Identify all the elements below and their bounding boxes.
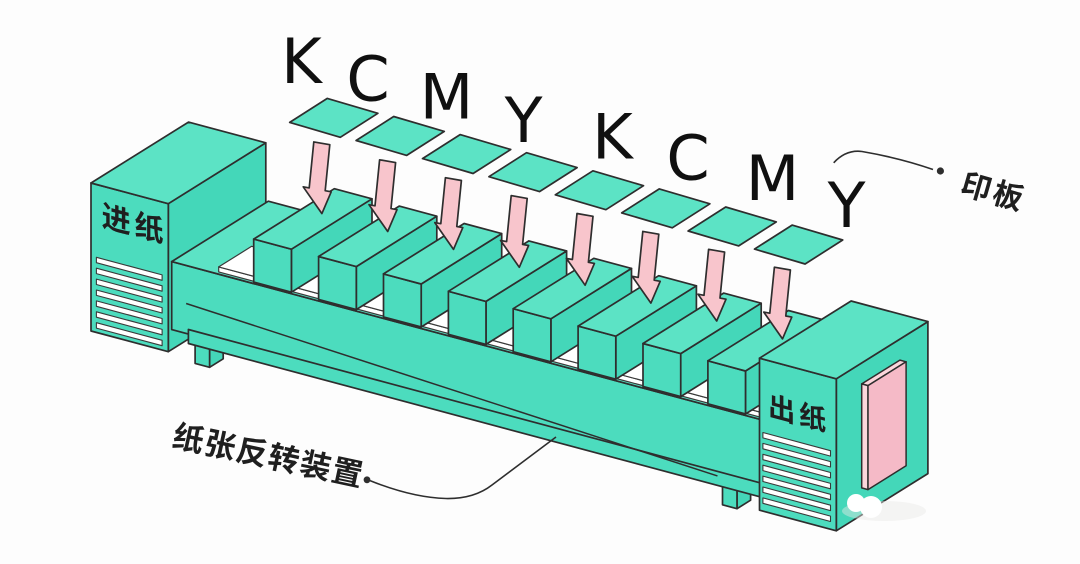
output-sheet-front-edge: [860, 383, 869, 491]
plate-8: [753, 224, 844, 265]
print-unit-7-top-face: [642, 292, 763, 355]
plate-7: [687, 206, 778, 247]
conveyor-seam-line: [185, 302, 718, 477]
plates: [288, 97, 844, 265]
plate-letter-1: K: [281, 25, 323, 98]
glyph-转: [268, 441, 300, 475]
feeder-vent-slat: [95, 256, 163, 281]
feeder-vent-slat: [95, 311, 163, 336]
smudge-spot: [860, 496, 882, 518]
ink-arrow-5: [565, 212, 596, 287]
output-vent-slat: [762, 475, 832, 501]
print-unit-4-top-face: [447, 240, 568, 303]
output-vent-slat: [762, 453, 832, 479]
print-unit-4: [447, 240, 568, 346]
ink-arrow-3: [433, 176, 464, 251]
glyph-进: [102, 202, 130, 235]
output-vent-slat: [762, 431, 832, 457]
plate-6: [620, 188, 711, 229]
plate-annotation-label: [961, 172, 1025, 213]
output-sheet-face: [867, 361, 907, 491]
print-unit-1-top-face: [252, 187, 373, 251]
glyph-纸: [172, 421, 205, 455]
glyph-出: [770, 394, 793, 425]
glyph-印: [961, 172, 993, 201]
plate-annotation-dot: [936, 167, 945, 175]
plate-5: [554, 169, 645, 211]
output-vent-slat: [762, 442, 832, 468]
print-unit-2: [317, 205, 438, 311]
output-label: [770, 394, 826, 433]
plate-2: [355, 115, 446, 157]
feeder-label: [102, 202, 163, 244]
output-vent-slat: [762, 497, 832, 523]
glyph-张: [205, 428, 237, 461]
feeder-vent-slat: [95, 300, 163, 325]
feeder-vent-slat: [95, 322, 163, 347]
plate-letter-8: Y: [827, 169, 866, 242]
ink-arrow-2: [368, 158, 398, 233]
ink-arrow-7: [697, 248, 727, 322]
plate-1: [288, 97, 379, 139]
ink-arrows: [302, 141, 793, 340]
glyph-纸: [135, 210, 163, 244]
print-unit-1: [252, 187, 373, 294]
plate-letter-7: M: [746, 142, 800, 215]
device-annotation-dot: [363, 476, 371, 484]
print-unit-6-top-face: [577, 274, 698, 338]
plate-annotation-line: [833, 150, 934, 171]
plate-letter-6: C: [666, 122, 709, 195]
plate-4: [488, 151, 578, 193]
feeder-vent-slat: [95, 267, 163, 292]
print-unit-2-top-face: [317, 205, 438, 268]
glyph-置: [331, 456, 363, 489]
glyph-装: [299, 449, 332, 482]
plate-3: [421, 133, 512, 175]
output-vent-slat: [762, 486, 832, 512]
annotations: [172, 150, 1025, 500]
feeder-box-body-top-face: [90, 121, 267, 205]
print-unit-3-top-face: [382, 222, 503, 285]
output-box-body-top-face: [758, 300, 929, 380]
device-annotation-line: [369, 436, 557, 500]
plate-letter-2: C: [346, 43, 389, 116]
feeder-vent-slat: [95, 289, 163, 314]
print-unit-7: [642, 292, 763, 398]
feeder-vent-slat: [95, 278, 163, 303]
print-unit-5: [512, 257, 633, 363]
output-sheet: [860, 359, 907, 491]
ink-arrow-4: [499, 194, 530, 269]
ink-arrow-8: [762, 266, 793, 340]
print-unit-5-top-face: [512, 257, 633, 320]
plate-letter-4: Y: [504, 84, 543, 157]
plate-letter-3: M: [420, 61, 474, 134]
print-unit-3: [382, 222, 503, 328]
ink-arrow-1: [302, 141, 333, 215]
device-annotation-label: [172, 421, 363, 489]
glyph-板: [993, 178, 1025, 213]
glyph-反: [235, 437, 267, 468]
plate-letter-5: K: [592, 101, 634, 174]
machine: [90, 121, 929, 532]
ink-arrow-6: [631, 230, 662, 304]
output-box: [758, 300, 929, 532]
glyph-纸: [799, 401, 826, 433]
print-unit-6: [577, 274, 698, 381]
output-vent-slat: [762, 464, 832, 490]
